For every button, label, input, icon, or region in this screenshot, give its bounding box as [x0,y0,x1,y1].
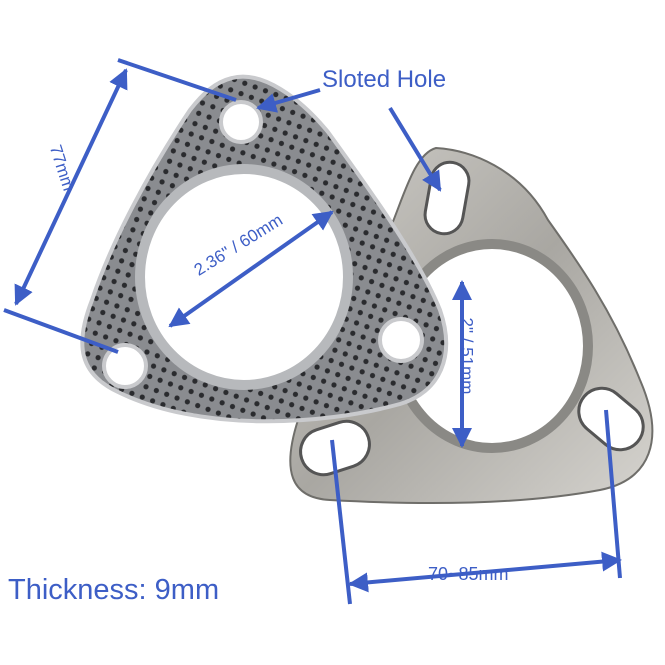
sloted-hole-arrow-bottom [388,106,442,192]
perforated-gasket [80,74,449,424]
dimension-lines [3,58,622,605]
height-extension-top [117,58,237,102]
gasket-hole-left [102,343,148,389]
slot-hole-right [577,386,645,452]
bore-small-label: 2" / 51mm [457,317,477,395]
height-arrow [14,68,128,306]
sloted-hole-label: Sloted Hole [322,66,447,93]
gasket-hole-top [219,100,263,144]
bore-large-arrow [168,210,334,328]
gasket-bore [135,164,353,390]
height-extension-bottom [3,308,119,354]
sloted-hole-arrow-top [256,88,321,113]
spacing-extension-left [330,439,352,605]
thickness-label: Thickness: 9mm [8,574,220,606]
gasket-hole-right [378,317,424,363]
spacing-extension-right [604,409,622,579]
spacing-arrow [348,551,622,593]
slot-hole-left [299,419,371,477]
bolt-spacing-label: 70~85mm [428,564,509,584]
